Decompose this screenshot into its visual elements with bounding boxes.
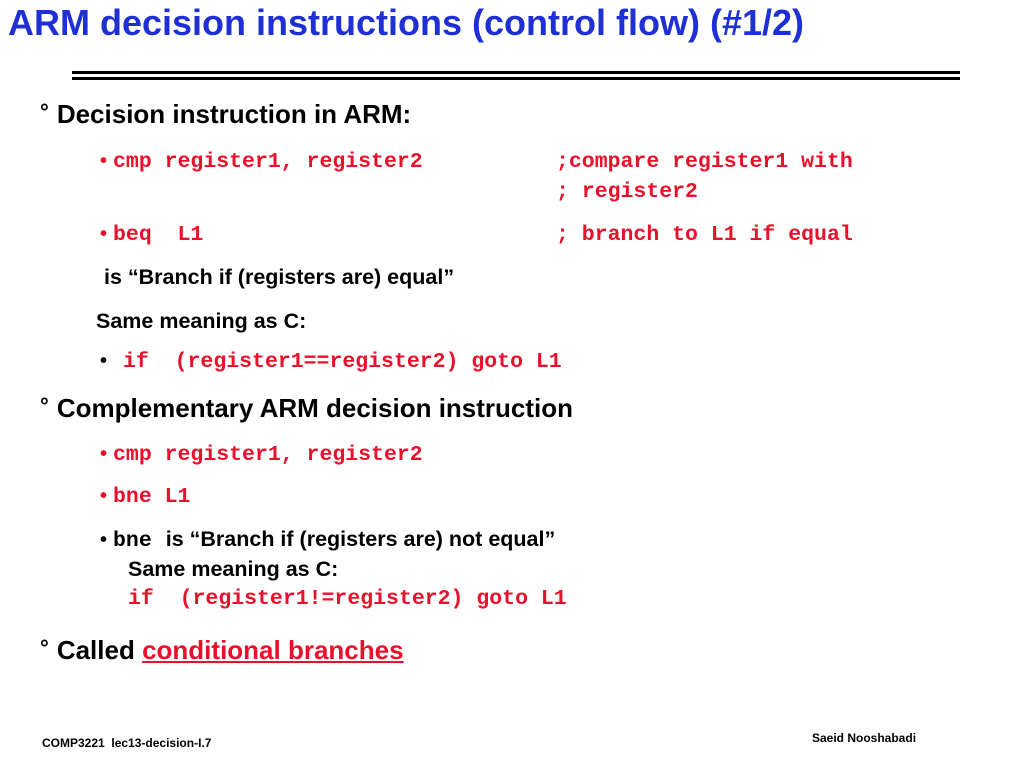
section2-heading-row: ° Complementary ARM decision instruction [40, 393, 573, 424]
dot-bullet-icon: • [100, 529, 108, 551]
c-equivalent-code-1: if (register1==register2) goto L1 [123, 350, 562, 374]
cmp-instruction-row: •cmp register1, register2 [100, 150, 423, 174]
footer-course: COMP3221 lec13-decision-I.7 [42, 736, 212, 750]
title-rule-bottom [72, 77, 960, 80]
bne-explanation: is “Branch if (registers are) not equal” [165, 527, 556, 551]
bne-explanation-row: •bne is “Branch if (registers are) not eq… [100, 527, 555, 553]
footer-author: Saeid Nooshabadi [812, 731, 917, 745]
beq-instruction: beq L1 [113, 223, 204, 247]
cmp-instruction-2: cmp register1, register2 [113, 443, 423, 467]
dot-bullet-icon: • [100, 350, 108, 372]
dot-bullet-icon: • [100, 223, 108, 245]
c-equivalent-row-1: • if (register1==register2) goto L1 [100, 350, 562, 374]
slide-title: ARM decision instructions (control flow)… [8, 2, 805, 43]
cmp-instruction: cmp register1, register2 [113, 150, 423, 174]
section1-heading-row: ° Decision instruction in ARM: [40, 99, 411, 130]
section1-heading: Decision instruction in ARM: [56, 99, 412, 129]
section2-heading: Complementary ARM decision instruction [56, 393, 574, 423]
beq-explanation: is “Branch if (registers are) equal” [104, 265, 455, 289]
dot-bullet-icon: • [100, 485, 108, 507]
section3-prefix: Called [56, 635, 135, 665]
degree-bullet-icon: ° [40, 99, 49, 124]
degree-bullet-icon: ° [40, 393, 49, 418]
conditional-branches-highlight: conditional branches [142, 635, 404, 665]
dot-bullet-icon: • [100, 150, 108, 172]
same-meaning-label-1: Same meaning as C: [96, 309, 307, 333]
bne-keyword: bne [113, 529, 152, 553]
c-equivalent-code-2: if (register1!=register2) goto L1 [128, 587, 567, 611]
degree-bullet-icon: ° [40, 635, 49, 660]
section3-row: ° Called conditional branches [40, 635, 404, 666]
title-rule-top [72, 71, 960, 74]
beq-comment: ; branch to L1 if equal [556, 223, 853, 247]
cmp-comment-line2: ; register2 [556, 180, 698, 204]
same-meaning-label-2: Same meaning as C: [128, 557, 339, 581]
bne-instruction-row: •bne L1 [100, 485, 190, 509]
cmp-comment-line1: ;compare register1 with [556, 150, 853, 174]
cmp-instruction-row-2: •cmp register1, register2 [100, 443, 423, 467]
bne-instruction: bne L1 [113, 485, 191, 509]
beq-instruction-row: •beq L1 [100, 223, 203, 247]
dot-bullet-icon: • [100, 443, 108, 465]
